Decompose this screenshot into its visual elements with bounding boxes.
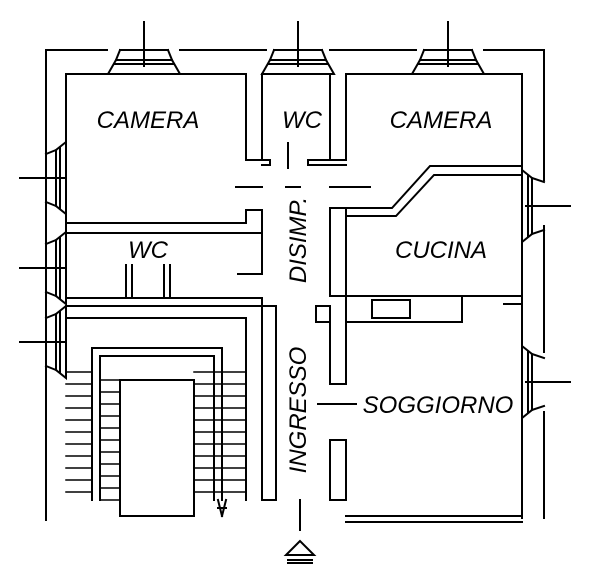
window-icon — [410, 21, 486, 75]
window-icon — [19, 139, 67, 217]
window-icon — [521, 167, 571, 245]
room-label-camera-left: CAMERA — [97, 107, 200, 134]
interior-walls — [65, 73, 523, 531]
room-label-wc-left: WC — [128, 237, 169, 264]
window-icon — [106, 21, 182, 75]
room-label-camera-right: CAMERA — [390, 107, 493, 134]
room-label-soggiorno: SOGGIORNO — [363, 392, 514, 419]
window-icon — [260, 21, 336, 75]
room-label-wc-top: WC — [282, 107, 323, 134]
entrance-arrow-icon — [283, 539, 317, 564]
window-icon — [19, 303, 67, 381]
window-icon — [19, 229, 67, 307]
room-label-disimp: DISIMP. — [285, 197, 312, 283]
window-icon — [521, 343, 571, 421]
staircase-icon — [65, 347, 247, 518]
window-icon — [19, 21, 571, 421]
room-label-cucina: CUCINA — [395, 237, 487, 264]
room-label-ingresso: INGRESSO — [285, 347, 312, 474]
